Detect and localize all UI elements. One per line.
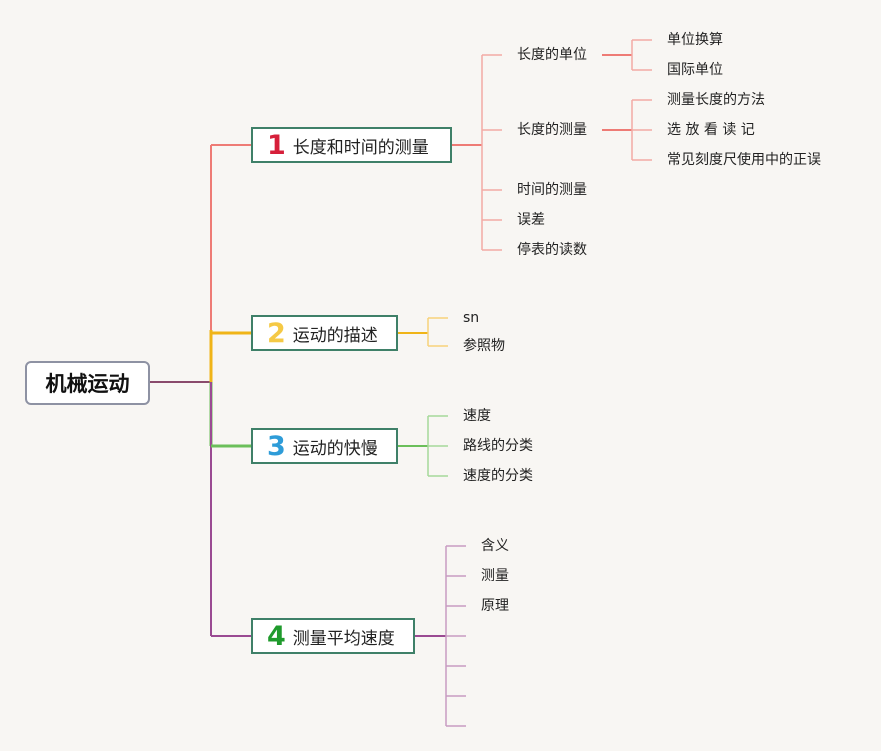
topic-time-measurement[interactable]: 时间的测量 (517, 182, 587, 198)
branch-2-node[interactable]: 2 运动的描述 (251, 315, 398, 351)
branch-2-label: 运动的描述 (292, 325, 378, 346)
subtopic-unit-conversion[interactable]: 单位换算 (667, 32, 723, 48)
topic-error[interactable]: 误差 (517, 212, 545, 228)
branch-1-label: 长度和时间的测量 (292, 137, 429, 158)
topic-speed[interactable]: 速度 (463, 408, 491, 424)
branch-4-label: 测量平均速度 (292, 628, 395, 649)
subtopic-steps[interactable]: 选 放 看 读 记 (667, 122, 755, 138)
topic-route-classification[interactable]: 路线的分类 (463, 438, 533, 454)
topic-length-unit[interactable]: 长度的单位 (517, 47, 587, 63)
topic-sn[interactable]: sn (463, 310, 480, 326)
topic-length-measurement[interactable]: 长度的测量 (517, 122, 587, 138)
topic-reference-object[interactable]: 参照物 (463, 338, 505, 354)
subtopic-ruler-usage[interactable]: 常见刻度尺使用中的正误 (667, 152, 821, 168)
branch-4-node[interactable]: 4 测量平均速度 (251, 618, 415, 654)
branch-3-label: 运动的快慢 (292, 438, 378, 459)
branch-3-node[interactable]: 3 运动的快慢 (251, 428, 398, 464)
topic-principle[interactable]: 原理 (481, 598, 509, 614)
root-label: 机械运动 (45, 372, 130, 396)
topic-speed-classification[interactable]: 速度的分类 (463, 468, 533, 484)
root-node[interactable]: 机械运动 (25, 361, 150, 405)
branch-number-1: 1 (267, 129, 286, 161)
topic-meaning[interactable]: 含义 (481, 538, 509, 554)
subtopic-si-unit[interactable]: 国际单位 (667, 62, 723, 78)
branch-number-2: 2 (267, 317, 286, 349)
topic-measurement[interactable]: 测量 (481, 568, 509, 584)
branch-number-4: 4 (267, 620, 286, 652)
branch-1-node[interactable]: 1 长度和时间的测量 (251, 127, 452, 163)
topic-stopwatch-reading[interactable]: 停表的读数 (517, 242, 587, 258)
branch-number-3: 3 (267, 430, 286, 462)
subtopic-measure-method[interactable]: 测量长度的方法 (667, 92, 765, 108)
